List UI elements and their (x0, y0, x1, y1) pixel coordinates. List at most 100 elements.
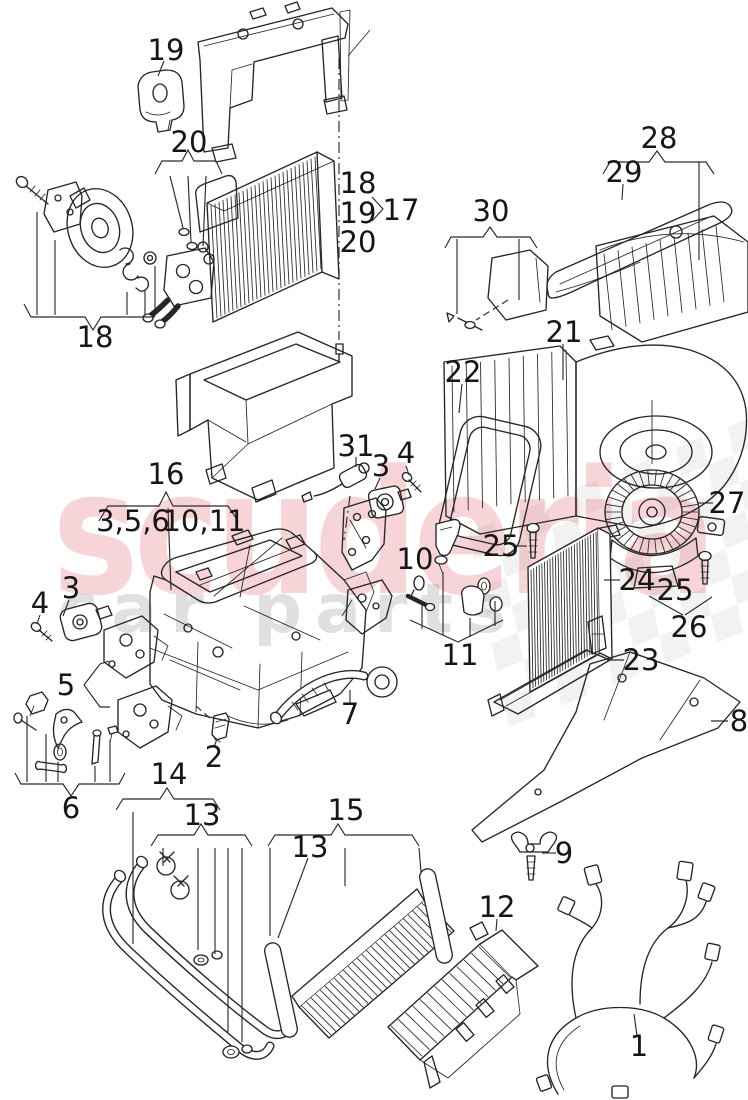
part-mounting-frame-top (197, 1, 351, 163)
hatch-line (266, 179, 274, 293)
callout-2[interactable]: 2 (205, 740, 223, 774)
callout-16[interactable]: 16 (148, 457, 185, 491)
callout-19[interactable]: 19 (340, 196, 377, 230)
callout-7[interactable]: 7 (341, 697, 359, 731)
callout-24[interactable]: 24 (619, 563, 656, 597)
callout-12[interactable]: 12 (479, 890, 516, 924)
callout-8[interactable]: 8 (730, 704, 748, 738)
fan-fin (677, 525, 692, 535)
hatch-line (480, 361, 483, 509)
fan-fin (679, 496, 696, 503)
hatch-line (238, 192, 246, 306)
callout-19[interactable]: 19 (148, 33, 185, 67)
callout-29[interactable]: 29 (606, 155, 643, 189)
fan-fin (659, 472, 666, 487)
fan-fin (654, 470, 657, 486)
callout-13[interactable]: 13 (184, 798, 221, 832)
callout-1[interactable]: 1 (630, 1029, 648, 1063)
hatch-line (262, 181, 270, 294)
callout-18[interactable]: 18 (77, 320, 114, 354)
fan-fin (677, 489, 692, 499)
hatch-line (571, 545, 575, 665)
hatch-line (282, 171, 290, 285)
callout-5[interactable]: 5 (57, 668, 75, 702)
hatch-line (306, 1001, 337, 1032)
callout-17[interactable]: 17 (383, 193, 420, 227)
fan-fin (608, 496, 625, 503)
hatch-line (579, 541, 583, 660)
callout-20[interactable]: 20 (340, 225, 377, 259)
hatch-line (427, 992, 460, 1024)
hatch-line (544, 561, 547, 681)
part-evaporator (195, 151, 340, 323)
callout-13[interactable]: 13 (292, 830, 329, 864)
callout-30[interactable]: 30 (473, 194, 510, 228)
hatch-line (557, 553, 561, 673)
callout-25[interactable]: 25 (657, 573, 694, 607)
hatch-line (603, 253, 613, 331)
hatch-line (576, 542, 580, 662)
fan-fin (659, 537, 666, 552)
hatch-line (463, 959, 496, 991)
bracket-11 (409, 619, 504, 643)
fan-fin (631, 474, 640, 489)
callout-28[interactable]: 28 (641, 121, 678, 155)
hatch-line (530, 569, 534, 689)
fan-fin (612, 489, 627, 499)
checker-cell (679, 587, 712, 626)
callout-4[interactable]: 4 (31, 586, 49, 620)
hatch-line (324, 985, 355, 1016)
callout-14[interactable]: 14 (151, 757, 188, 791)
hatch-line (352, 961, 383, 992)
fan-fin (681, 504, 698, 508)
callout-10-11[interactable]: 10,11 (162, 504, 245, 538)
hatch-line (494, 359, 498, 507)
part-pipe-fasteners-18 (15, 175, 157, 292)
callout-26[interactable]: 26 (671, 610, 708, 644)
callout-25[interactable]: 25 (483, 529, 520, 563)
callout-3[interactable]: 3 (372, 449, 390, 483)
hatch-line (533, 567, 537, 687)
callout-21[interactable]: 21 (546, 315, 583, 349)
callout-20[interactable]: 20 (171, 125, 208, 159)
hatch-line (301, 1005, 332, 1036)
hatch-line (403, 918, 433, 949)
callout-6[interactable]: 6 (62, 791, 80, 825)
bracket-15 (267, 822, 420, 847)
bracket-5 (83, 660, 110, 708)
callout-18[interactable]: 18 (340, 166, 377, 200)
hatch-line (370, 946, 401, 977)
callout-22[interactable]: 22 (445, 355, 482, 389)
callout-27[interactable]: 27 (709, 486, 746, 520)
callout-10[interactable]: 10 (397, 542, 434, 576)
hatch-line (549, 558, 553, 678)
callout-11[interactable]: 11 (442, 638, 479, 672)
hatch-line (389, 930, 420, 961)
callout-3-5-6[interactable]: 3,5,6 (96, 504, 170, 538)
callout-31[interactable]: 31 (338, 429, 375, 463)
dashdot-31 (343, 495, 351, 541)
callout-3[interactable]: 3 (62, 571, 80, 605)
hatch-line (560, 552, 564, 672)
leader-19 (157, 60, 165, 77)
part-wiring-harness-1 (535, 860, 725, 1099)
part-actuator-3-left (30, 602, 113, 642)
hatch-line (214, 203, 222, 317)
hatch-line (537, 353, 540, 501)
hatch-line (384, 934, 415, 965)
callout-4[interactable]: 4 (397, 436, 415, 470)
hatch-line (592, 533, 596, 653)
v-26-right (684, 596, 713, 616)
hatch-line (397, 1018, 430, 1050)
fan-fin (638, 472, 645, 487)
hatch-line (508, 357, 512, 505)
leader-22 (458, 383, 463, 414)
leader-3-mid (374, 477, 381, 490)
callout-15[interactable]: 15 (328, 793, 365, 827)
part-blower-motor-27 (604, 469, 726, 589)
callout-9[interactable]: 9 (555, 836, 573, 870)
callout-23[interactable]: 23 (623, 643, 660, 677)
bracket-16 (98, 490, 239, 522)
hatch-line (441, 979, 474, 1011)
